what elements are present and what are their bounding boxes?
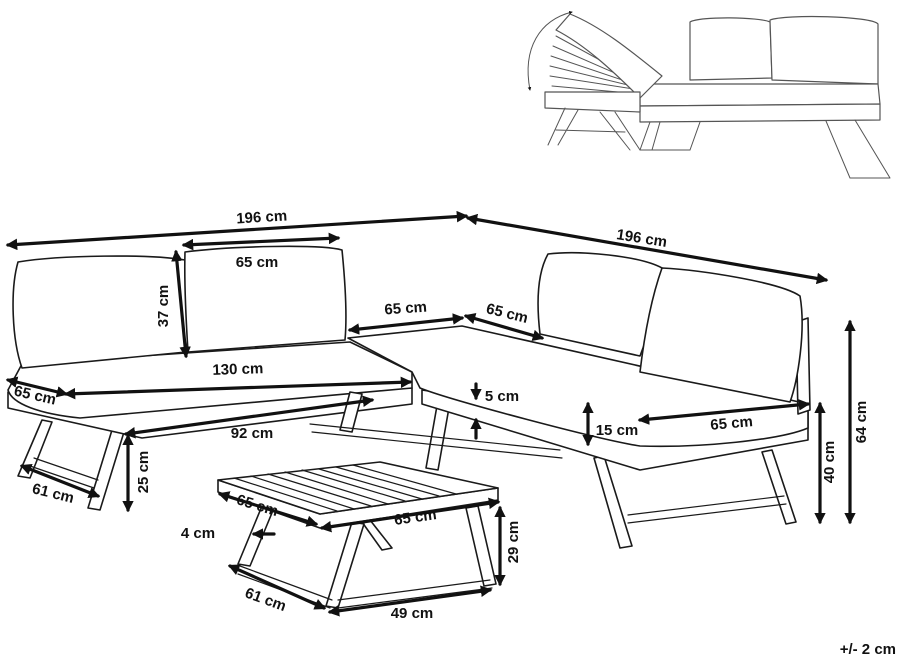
right-sofa-leg-brace <box>627 495 787 524</box>
arrow-bench-inner-length <box>123 395 375 439</box>
inset-daybed-back-cushion <box>689 17 773 81</box>
arrow-seat-depth-right <box>637 399 811 425</box>
table-leg-back-left <box>361 519 393 551</box>
label-seat-depth-right: 65 cm <box>710 413 754 434</box>
left-bench-leg-back <box>87 429 125 511</box>
right-sofa-leg-back <box>761 449 797 525</box>
table-leg-back-right <box>465 505 497 587</box>
right-sofa-leg-front <box>593 455 633 549</box>
inset-daybed-leg <box>825 119 891 179</box>
label-cushion-thickness: 15 cm <box>596 422 639 439</box>
label-total-height: 64 cm <box>853 401 870 444</box>
inset-daybed-leg-2 <box>639 121 701 151</box>
inset-daybed-frame <box>639 103 881 123</box>
arrow-leg-span-left <box>19 464 101 498</box>
arrow-left-width <box>5 210 469 251</box>
recline-inset-illustration <box>527 10 891 179</box>
arrow-back-cushion-height <box>171 249 191 359</box>
right-back-cushion-1 <box>537 251 663 357</box>
label-frame-gap: 5 cm <box>485 388 519 405</box>
arrow-table-base <box>327 585 493 617</box>
label-table-base: 49 cm <box>391 605 434 622</box>
arrow-table-depth <box>217 491 319 527</box>
label-leg-height-left: 25 cm <box>135 451 152 494</box>
label-bench-inner-length: 92 cm <box>231 425 274 442</box>
arrow-seat-depth-left <box>5 376 69 398</box>
inset-lounger-seat <box>544 91 641 113</box>
label-back-cushion-height: 37 cm <box>155 285 172 328</box>
table-leg-front-right <box>325 521 365 609</box>
label-corner-top-left: 65 cm <box>384 299 428 319</box>
arrow-corner-top-right <box>463 313 545 341</box>
left-bench-leg-front <box>17 419 53 479</box>
label-seat-length: 130 cm <box>212 360 263 379</box>
curved-arrow-icon <box>527 10 573 91</box>
label-back-cushion-width: 65 cm <box>236 254 279 271</box>
label-tolerance: +/- 2 cm <box>840 641 896 658</box>
arrow-back-cushion-width <box>181 232 341 251</box>
arrow-right-width <box>465 213 829 285</box>
arrow-table-width <box>319 497 501 533</box>
label-table-height: 29 cm <box>505 521 522 564</box>
arrow-corner-top-left <box>347 313 465 335</box>
arrow-table-leg-span <box>227 564 327 610</box>
label-table-frame: 4 cm <box>181 525 215 542</box>
inset-daybed-back-cushion-2 <box>769 15 879 85</box>
label-seat-height: 40 cm <box>821 441 838 484</box>
inset-lounger-legs <box>547 107 641 151</box>
inset-daybed-seat <box>639 83 881 107</box>
dimension-labels: 196 cm 196 cm 65 cm 37 cm 65 cm 65 cm 13… <box>12 207 896 658</box>
dimension-arrows <box>5 210 856 617</box>
arrow-seat-length <box>63 376 413 400</box>
label-left-width: 196 cm <box>236 207 288 227</box>
label-table-width: 65 cm <box>393 506 437 529</box>
